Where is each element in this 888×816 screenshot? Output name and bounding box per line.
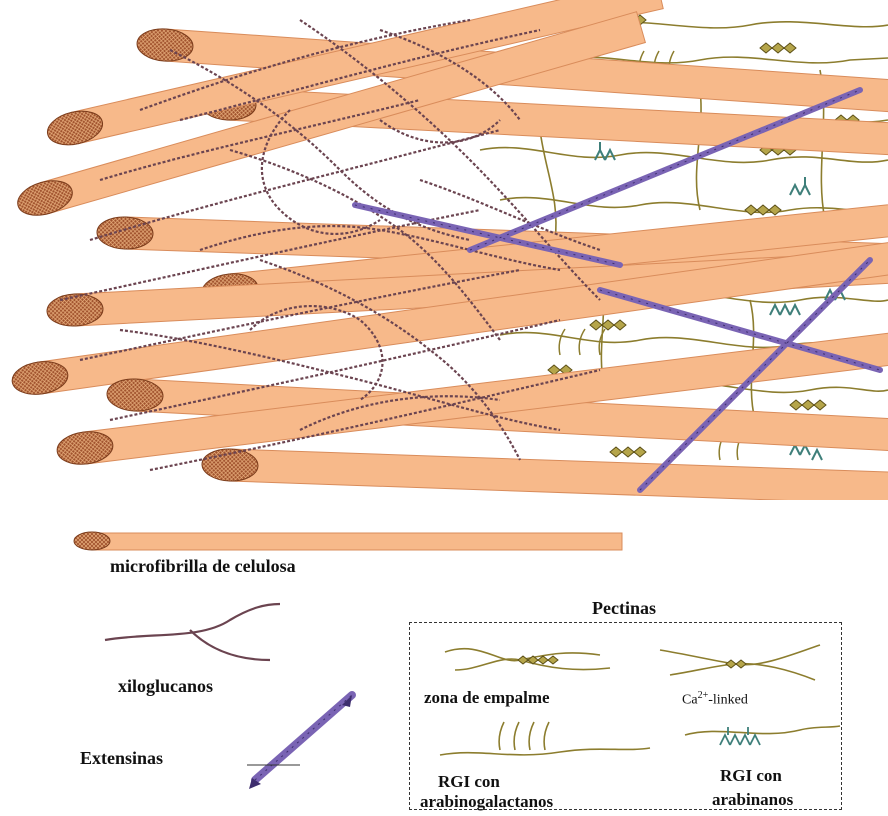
legend-xyloglucan-icon — [105, 604, 280, 660]
ca-linked-sup: 2+ — [698, 690, 709, 701]
microfibril-label: microfibrilla de celulosa — [110, 556, 296, 577]
extensin-label: Extensinas — [80, 748, 163, 769]
junction-zone-label: zona de empalme — [424, 688, 550, 708]
legend-extensin-icon — [247, 695, 352, 789]
pectins-title: Pectinas — [592, 598, 656, 619]
microfibril — [201, 448, 888, 505]
rgi-arabinogalactans-label-line1: RGI con — [438, 772, 500, 792]
rgi-arabinanos-label-line1: RGI con — [720, 766, 782, 786]
cellulose-microfibrils — [10, 0, 888, 505]
legend-microfibril-icon — [74, 532, 622, 550]
ca-linked-suffix: -linked — [708, 693, 748, 708]
ca-linked-label: Ca2+-linked — [682, 690, 748, 709]
ca-linked-prefix: Ca — [682, 693, 698, 708]
xyloglucan-label: xiloglucanos — [118, 676, 213, 697]
rgi-arabinanos-label-line2: arabinanos — [712, 790, 793, 810]
rgi-arabinogalactans-label-line2: arabinogalactanos — [420, 792, 553, 812]
